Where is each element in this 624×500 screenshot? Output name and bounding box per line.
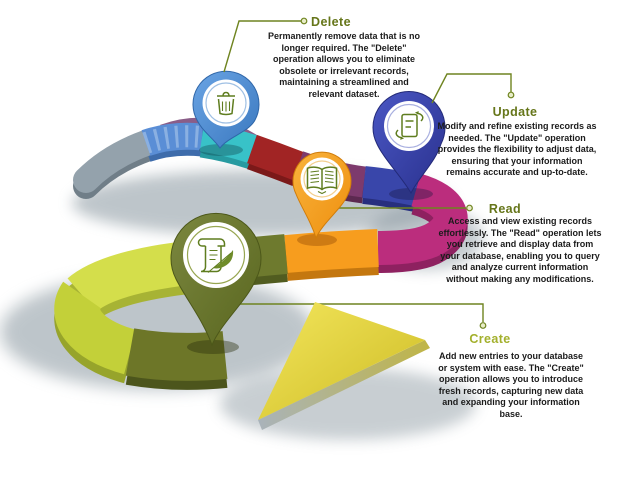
read-title: Read	[488, 202, 522, 216]
delete-pin	[192, 70, 260, 156]
document-sync-icon	[395, 111, 424, 140]
read-description: Access and view existing records effortl…	[438, 216, 602, 284]
delete-description: Permanently remove data that is no longe…	[267, 31, 421, 99]
update-pin	[372, 91, 446, 200]
road-segment-blue-stripes	[142, 125, 204, 154]
arrow-side-face	[258, 340, 430, 430]
connector-create	[228, 303, 487, 329]
connector-read-dot	[466, 204, 473, 212]
connector-delete	[223, 17, 308, 73]
road-segment-blue	[141, 122, 204, 156]
delete-title: Delete	[311, 15, 351, 29]
connector-create-dot	[479, 322, 487, 329]
trash-icon	[217, 91, 235, 116]
create-title: Create	[469, 332, 511, 346]
road-segment-darkred	[247, 134, 304, 180]
road-segment-entry	[73, 130, 159, 193]
road-segment-chartreuse-b	[54, 281, 137, 375]
connector-update	[431, 73, 515, 104]
create-pin	[170, 212, 262, 354]
connector-read	[337, 204, 473, 212]
scroll-quill-icon	[197, 238, 234, 273]
road-segment-magenta-uturn	[377, 173, 468, 265]
create-description: Add new entries to your database or syst…	[438, 351, 584, 419]
road-segment-darkolive	[125, 328, 228, 381]
open-book-icon	[306, 166, 338, 195]
update-title: Update	[492, 105, 538, 119]
connector-delete-dot	[300, 17, 308, 25]
arrow-surface	[258, 302, 425, 420]
road-segment-teal	[199, 122, 257, 163]
road-segment-orange	[284, 229, 379, 273]
connector-update-dot	[507, 91, 515, 99]
read-pin	[292, 151, 352, 246]
arrow-head	[258, 302, 430, 430]
update-description: Modify and refine existing records as ne…	[437, 121, 597, 177]
